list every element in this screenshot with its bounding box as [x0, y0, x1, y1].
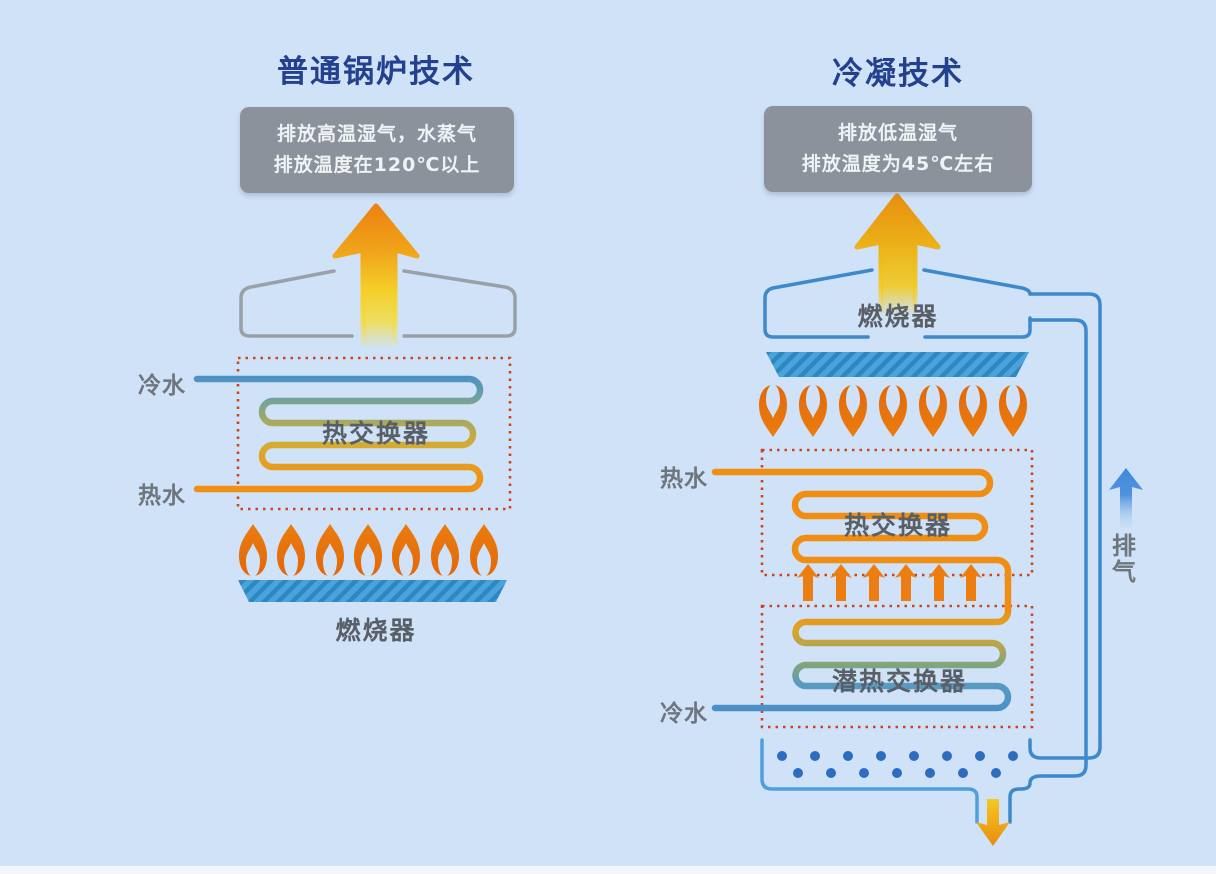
up-arrow-icon — [928, 564, 950, 601]
left-heat-exchanger-label: 热交换器 — [321, 419, 430, 448]
flue-up-arrow — [1109, 468, 1143, 528]
flame-icon — [431, 524, 459, 577]
flame-icon — [839, 384, 867, 437]
left-burner-plate — [238, 580, 507, 602]
right-panel-title: 冷凝技术 — [832, 56, 964, 92]
up-arrow-icon — [797, 564, 819, 601]
flame-icon — [392, 524, 420, 577]
left-heat-exchanger-box — [236, 356, 512, 511]
bottom-edge-strip — [0, 866, 1216, 874]
left-coil — [193, 375, 484, 493]
flame-icon — [239, 524, 267, 577]
left-exhaust-note: 排放高温湿气，水蒸气 排放温度在120℃以上 — [240, 107, 514, 193]
up-arrow-icon — [960, 564, 982, 601]
condensate-drain-arrow — [976, 799, 1010, 846]
left-exhaust-note-line1: 排放高温湿气，水蒸气 — [276, 122, 477, 145]
left-exhaust-note-line2: 排放温度在120℃以上 — [273, 154, 481, 176]
right-heat-exchanger-label: 热交换器 — [843, 511, 952, 540]
condensate-dots — [777, 751, 1018, 778]
flame-icon — [959, 384, 987, 437]
right-coil — [711, 468, 1012, 712]
up-arrow-icon — [863, 564, 885, 601]
flame-icon — [316, 524, 344, 577]
left-cold-water-label: 冷水 — [138, 373, 186, 399]
up-arrow-icon — [830, 564, 852, 601]
flame-icon — [799, 384, 827, 437]
flame-icon — [759, 384, 787, 437]
heat-transfer-arrows — [797, 564, 982, 601]
left-hot-water-label: 热水 — [138, 483, 186, 509]
up-arrow-icon — [895, 564, 917, 601]
left-exhaust-arrow — [332, 203, 420, 348]
flame-icon — [470, 524, 498, 577]
flame-icon — [354, 524, 382, 577]
right-exhaust-note-line2: 排放温度为45℃左右 — [801, 153, 995, 175]
left-burner-label: 燃烧器 — [335, 616, 417, 645]
flame-icon — [999, 384, 1027, 437]
flame-icon — [919, 384, 947, 437]
right-burner-label: 燃烧器 — [857, 302, 939, 331]
right-burner-plate — [766, 352, 1029, 377]
condensate-tray — [760, 738, 979, 824]
left-hood — [239, 269, 517, 338]
right-cold-water-label: 冷水 — [660, 701, 708, 727]
right-latent-heat-exchanger-label: 潜热交换器 — [831, 667, 967, 696]
right-exhaust-note-line1: 排放低温湿气 — [837, 121, 958, 144]
exhaust-label: 排气 — [1112, 532, 1137, 587]
left-panel-title: 普通锅炉技术 — [277, 54, 475, 90]
right-flames — [759, 384, 1027, 437]
left-flames — [239, 524, 498, 577]
flame-icon — [277, 524, 305, 577]
right-hot-water-label: 热水 — [660, 466, 708, 492]
right-latent-exchanger-box — [760, 604, 1034, 729]
right-exhaust-note: 排放低温湿气 排放温度为45℃左右 — [764, 106, 1032, 192]
right-exhaust-duct — [1008, 292, 1102, 824]
right-exhaust-arrow — [854, 193, 941, 316]
right-heat-exchanger-box — [760, 448, 1034, 577]
flame-icon — [879, 384, 907, 437]
